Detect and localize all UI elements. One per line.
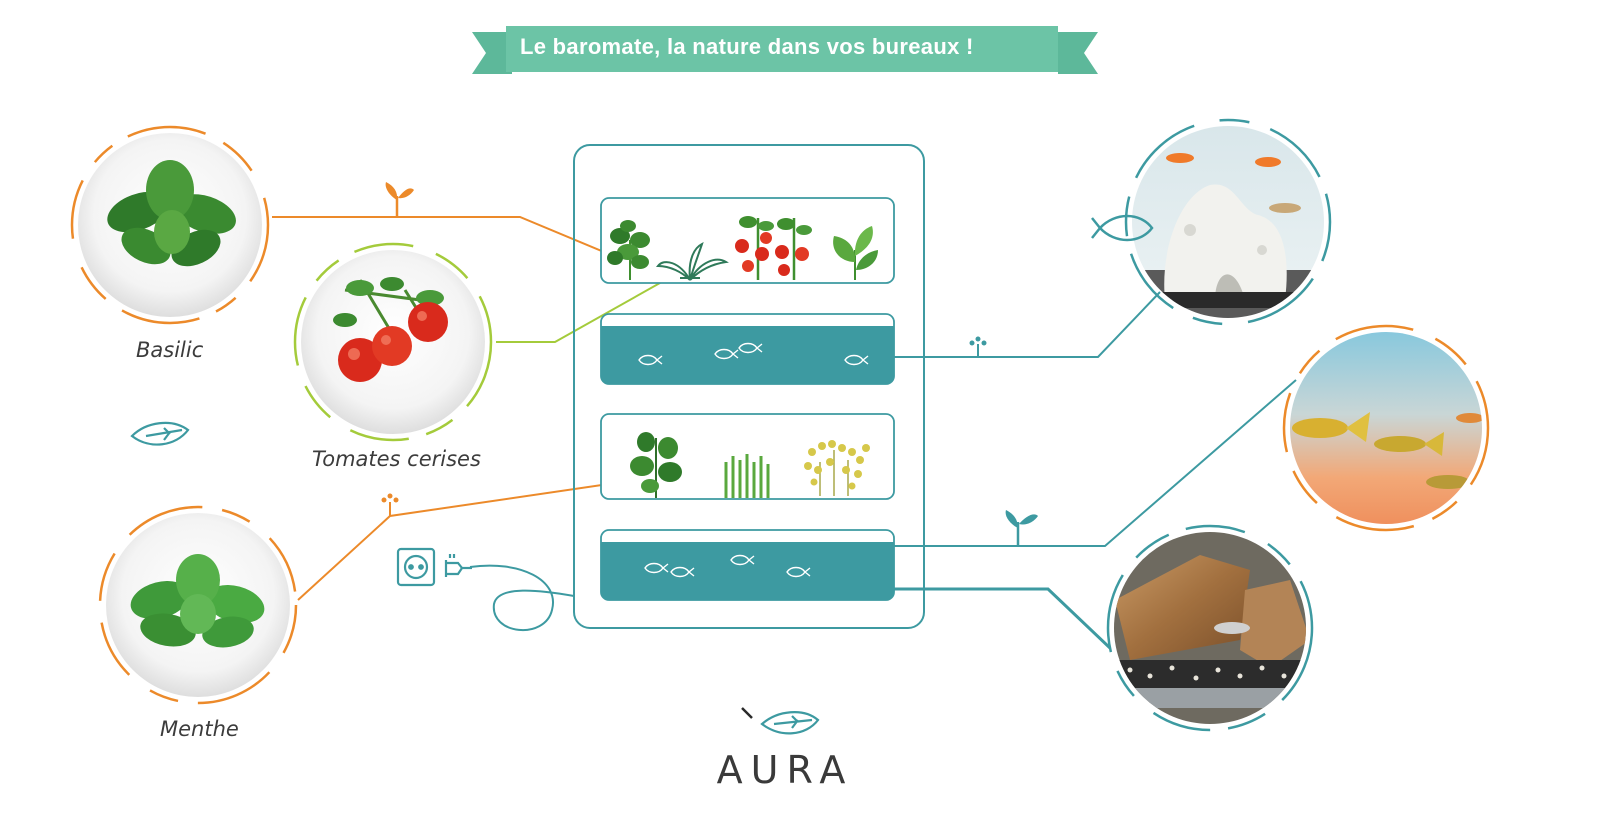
plug-icon — [444, 554, 472, 577]
tomato-cluster-icon — [333, 277, 448, 382]
title-banner — [472, 26, 1098, 74]
mint-leaves-icon — [130, 554, 265, 648]
sprout-icon — [969, 336, 987, 357]
sprout-icon — [385, 182, 414, 217]
basil-leaves-icon — [107, 160, 236, 267]
aquarium-tank-top — [600, 313, 895, 385]
basil-icon — [607, 220, 650, 280]
aquarium-photo-circle-2 — [1282, 324, 1490, 532]
fish-icon — [670, 566, 695, 578]
leaf-plant-icon — [833, 226, 878, 280]
fish-icon — [714, 348, 739, 360]
sprout-icon — [381, 493, 399, 516]
tank-fish-group — [638, 342, 869, 578]
lettuce-icon — [655, 242, 729, 281]
aquarium-photo-circle-1 — [1124, 118, 1332, 326]
fish-icon — [738, 342, 763, 354]
sprout-icon — [1005, 510, 1038, 546]
aquarium-tank-bottom — [600, 529, 895, 601]
aura-logo-icon — [741, 707, 820, 735]
brand-name: AURA — [716, 748, 854, 792]
basil-photo-circle — [70, 125, 270, 325]
fish-icon — [786, 566, 811, 578]
banner-title: Le baromate, la nature dans vos bureaux … — [520, 34, 974, 59]
plant-label-basil: Basilic — [136, 338, 204, 362]
aquarium-photo-circle-3 — [1106, 524, 1314, 732]
mint-photo-circle — [98, 505, 298, 705]
baromate-cabinet — [573, 144, 925, 629]
tomato-photo-circle — [293, 242, 493, 442]
fish-icon — [730, 554, 755, 566]
leaf-fish-icon — [130, 421, 190, 446]
fish-icon — [1091, 214, 1154, 242]
plant-label-mint: Menthe — [160, 717, 239, 741]
fish-icon — [644, 562, 669, 574]
sprouts-icon — [804, 440, 870, 496]
fish-icon — [844, 354, 869, 366]
mint-plant-icon — [630, 432, 682, 498]
plant-label-tomato: Tomates cerises — [312, 447, 481, 471]
plant-shelf-top — [600, 197, 895, 284]
fish-icon — [638, 354, 663, 366]
tomato-plant-icon — [735, 216, 812, 280]
grass-icon — [724, 454, 770, 498]
power-socket-icon — [396, 547, 436, 587]
